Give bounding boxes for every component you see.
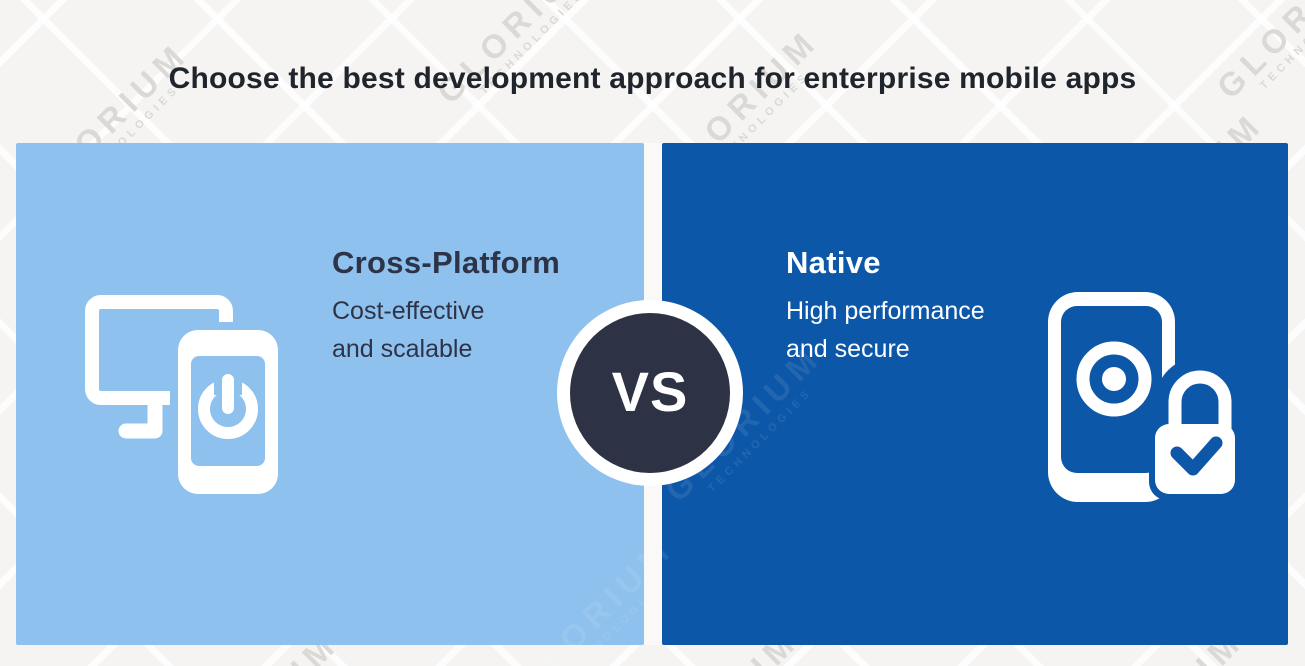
description-line: and scalable (332, 335, 473, 363)
cross-platform-panel: Cross-Platform Cost-effective and scalab… (16, 143, 644, 645)
native-panel: Native High performance and secure (662, 143, 1288, 645)
description-line: High performance (786, 297, 985, 325)
native-text-block: Native High performance and secure (786, 245, 985, 368)
cross-platform-text-block: Cross-Platform Cost-effective and scalab… (332, 245, 560, 368)
vs-badge-label: VS (611, 359, 689, 423)
phone-camera-lock-icon (1048, 292, 1245, 502)
native-description: High performance and secure (786, 292, 985, 368)
cross-platform-description: Cost-effective and scalable (332, 292, 560, 368)
native-heading: Native (786, 245, 881, 280)
desktop-and-phone-icon (85, 295, 286, 502)
vs-badge-ring: VS (557, 300, 743, 486)
cross-platform-heading: Cross-Platform (332, 245, 561, 280)
vs-badge: VS (570, 313, 730, 473)
description-line: and secure (786, 335, 910, 363)
description-line: Cost-effective (332, 297, 485, 325)
page-title: Choose the best development approach for… (168, 62, 1137, 95)
